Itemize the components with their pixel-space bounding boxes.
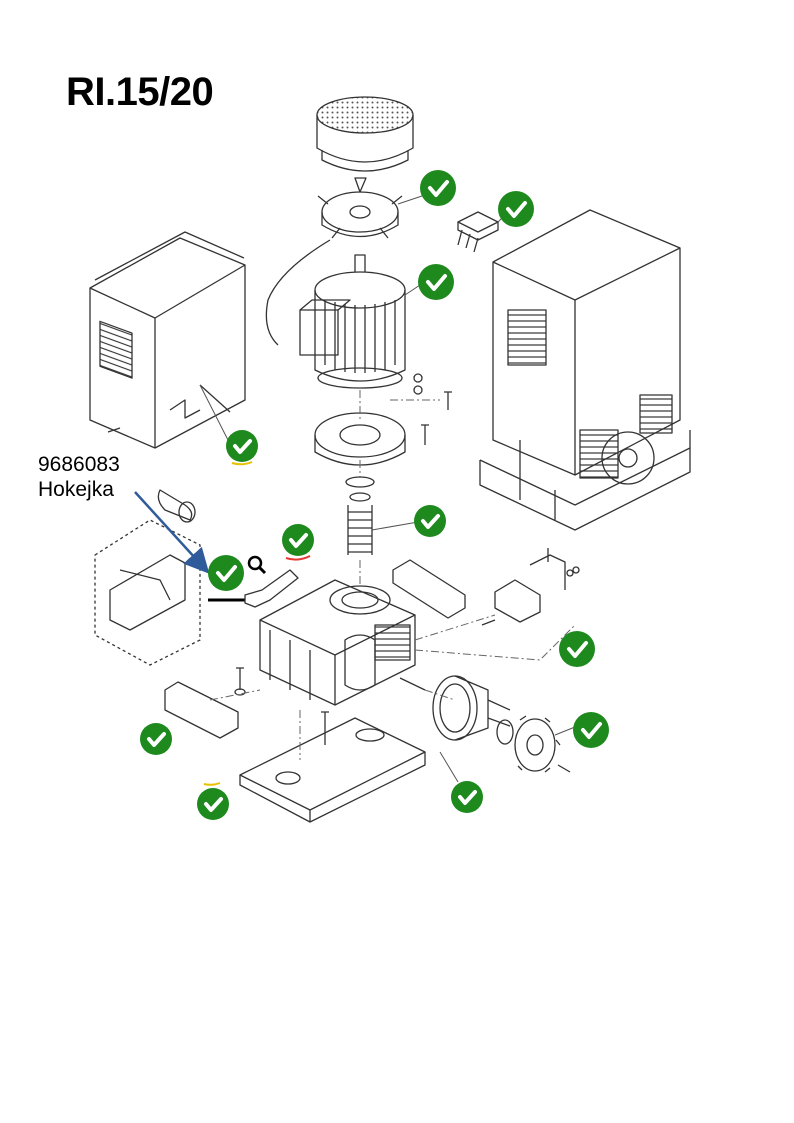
electric-motor bbox=[299, 254, 406, 389]
motor-bolts bbox=[413, 373, 452, 445]
cover-left bbox=[89, 231, 246, 449]
callout-arrow bbox=[134, 491, 210, 574]
motor-flange bbox=[314, 412, 406, 466]
check-circle-icon[interactable] bbox=[420, 170, 456, 206]
cooling-fan bbox=[317, 177, 403, 239]
check-circle-icon[interactable] bbox=[451, 781, 483, 813]
yellow-underline bbox=[231, 461, 253, 466]
leader-lines bbox=[199, 195, 576, 783]
motor-fan-cover bbox=[316, 96, 414, 172]
worm-shaft bbox=[345, 476, 375, 555]
limit-bracket bbox=[392, 559, 466, 619]
check-circle-icon[interactable] bbox=[140, 723, 172, 755]
check-circle-icon[interactable] bbox=[559, 631, 595, 667]
check-circle-icon[interactable] bbox=[573, 712, 609, 748]
assembly-lines bbox=[209, 390, 576, 760]
check-circle-icon[interactable] bbox=[414, 505, 446, 537]
drive-pinion bbox=[496, 715, 571, 773]
cover-right bbox=[479, 209, 691, 531]
electrical-connector bbox=[457, 211, 499, 253]
magnifier-icon[interactable] bbox=[247, 555, 267, 575]
check-circle-icon[interactable] bbox=[197, 788, 229, 820]
release-lever-detail bbox=[94, 519, 201, 666]
gearbox-housing bbox=[259, 579, 416, 706]
motor-cable bbox=[265, 239, 331, 346]
hockey-stick-lever bbox=[208, 569, 299, 608]
part-name: Hokejka bbox=[38, 478, 114, 501]
limit-switch bbox=[481, 548, 580, 626]
handle-sleeve bbox=[157, 489, 196, 523]
lower-bracket bbox=[164, 667, 246, 739]
check-circle-icon[interactable] bbox=[282, 524, 314, 556]
part-number: 9686083 bbox=[38, 453, 120, 476]
check-circle-icon[interactable] bbox=[418, 264, 454, 300]
output-gear bbox=[399, 675, 511, 741]
red-underline bbox=[285, 555, 311, 561]
check-circle-icon[interactable] bbox=[208, 555, 244, 591]
yellow-underline bbox=[203, 782, 221, 786]
diagram-title: RI.15/20 bbox=[66, 70, 214, 114]
base-plate bbox=[239, 711, 426, 823]
check-circle-icon[interactable] bbox=[226, 430, 258, 462]
part-callout: 9686083 Hokejka bbox=[38, 452, 120, 502]
check-circle-icon[interactable] bbox=[498, 191, 534, 227]
